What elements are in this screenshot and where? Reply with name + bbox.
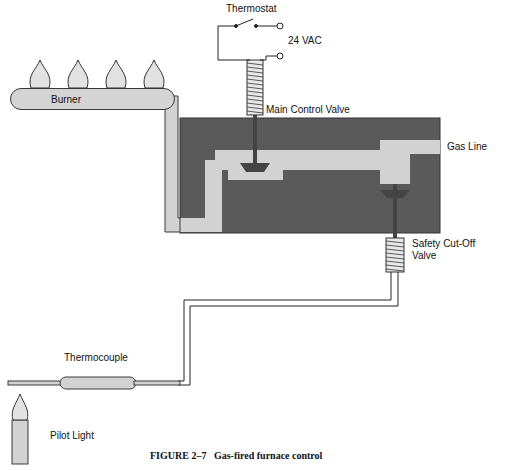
part-label-text: 24 VAC [288,35,322,46]
coil-winding [386,245,404,247]
coil-winding [247,107,263,109]
figure-caption: FIGURE 2–7 Gas-fired furnace control [150,450,322,462]
flame [106,60,126,88]
coil-winding [386,261,404,263]
coil [247,60,263,115]
valve-body [180,118,440,233]
coil-winding [247,71,263,73]
coil-winding [247,99,263,101]
part-label-text: Pilot Light [50,430,94,441]
coil [386,238,404,272]
coil-winding [386,241,404,243]
coil-winding [247,111,263,113]
coil-winding [386,253,404,255]
part-label: Thermocouple [64,352,128,364]
part-label: 24 VAC [288,35,322,47]
main-valve [240,112,270,172]
thermocouple-wires [178,272,398,385]
part-label-text: Main Control Valve [266,104,350,115]
pilot-light [12,394,28,464]
part-label-text: Thermocouple [64,352,128,363]
coil-winding [247,67,263,69]
part-label: Thermostat [226,3,277,15]
coil-winding [247,91,263,93]
coil-winding [247,83,263,85]
part-label: Main Control Valve [266,104,350,116]
coil-winding [386,257,404,259]
flame [68,60,88,88]
coil-winding [247,79,263,81]
part-label-text: Safety Cut-Off Valve [412,238,475,261]
caption-text: FIGURE 2–7 Gas-fired furnace control [150,450,322,461]
flame [144,60,164,88]
coil-winding [247,95,263,97]
coil-winding [247,63,263,65]
gas-passages [180,140,440,232]
part-label: Safety Cut-Off Valve [412,238,490,261]
part-label: Pilot Light [50,430,94,442]
coil-winding [386,249,404,251]
part-label-text: Gas Line [447,141,487,152]
part-label-text: Thermostat [226,3,277,14]
coil-winding [247,103,263,105]
coil-winding [386,265,404,267]
coil-winding [386,269,404,271]
thermocouple [8,377,180,389]
burner-pipe [165,96,180,232]
part-name: Burner [11,94,81,105]
safety-valve [380,184,410,240]
part-label: Gas Line [447,141,487,153]
flame [30,60,50,88]
burner-flames [30,60,164,88]
coil-winding [247,87,263,89]
solenoid-coils [247,60,404,272]
burner-tube: Burner [10,88,175,110]
coil-winding [247,75,263,77]
thermostat-wiring [218,19,283,60]
